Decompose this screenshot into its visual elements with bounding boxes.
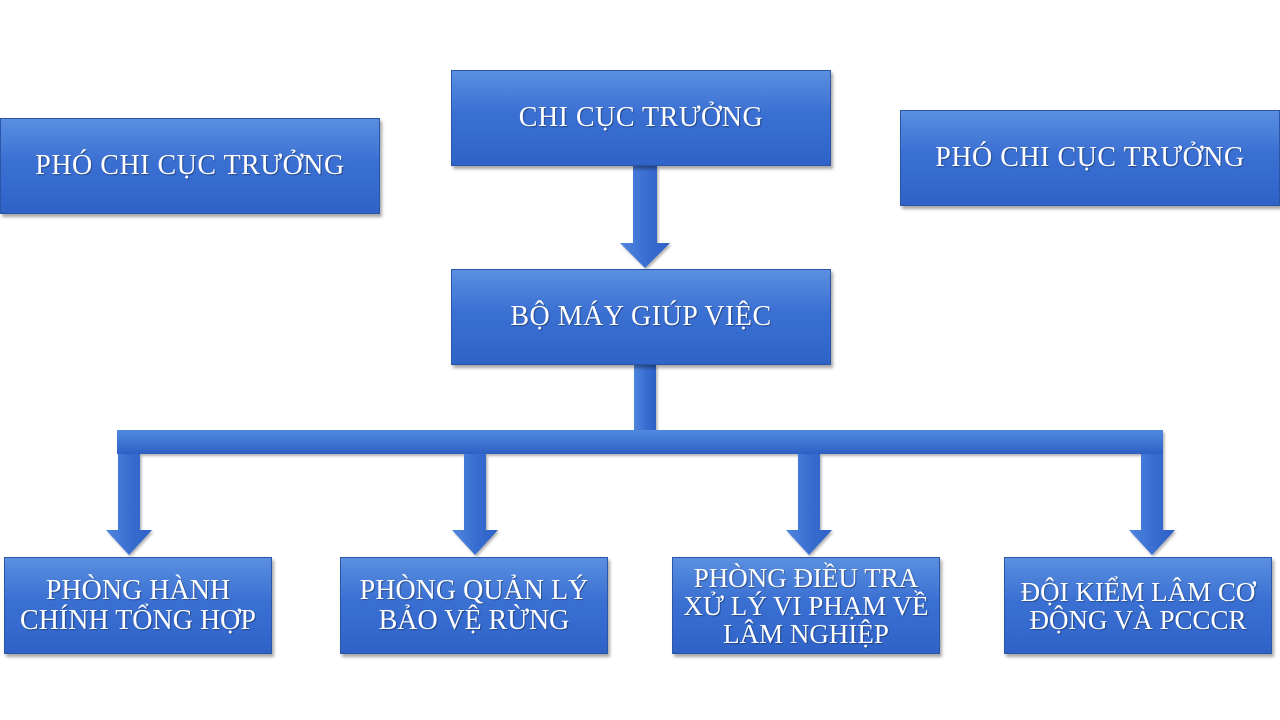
- node-dept-rangers-label: ĐỘI KIỂM LÂM CƠ ĐỘNG VÀ PCCCR: [1020, 576, 1256, 635]
- node-dept-admin-label: PHÒNG HÀNH CHÍNH TỔNG HỢP: [20, 574, 256, 636]
- node-dept-rangers: ĐỘI KIỂM LÂM CƠ ĐỘNG VÀ PCCCR: [1004, 557, 1272, 654]
- arrow-to-dept-admin: [106, 454, 152, 555]
- node-deputy-left-label: PHÓ CHI CỤC TRƯỞNG: [35, 150, 345, 181]
- node-chief: CHI CỤC TRƯỞNG: [451, 70, 831, 166]
- node-deputy-right: PHÓ CHI CỤC TRƯỞNG: [900, 110, 1280, 206]
- node-dept-protection-label: PHÒNG QUẢN LÝ BẢO VỆ RỪNG: [359, 574, 589, 636]
- node-dept-protection: PHÒNG QUẢN LÝ BẢO VỆ RỪNG: [340, 557, 608, 654]
- connector-stem: [634, 365, 656, 431]
- arrow-to-dept-investigation: [786, 454, 832, 555]
- arrow-chief-to-support: [620, 166, 670, 268]
- arrow-to-dept-rangers: [1129, 454, 1175, 555]
- node-dept-investigation-label: PHÒNG ĐIỀU TRA XỬ LÝ VI PHẠM VỀ LÂM NGHI…: [683, 562, 929, 649]
- connector-bar: [117, 430, 1163, 454]
- node-support: BỘ MÁY GIÚP VIỆC: [451, 269, 831, 365]
- node-deputy-left: PHÓ CHI CỤC TRƯỞNG: [0, 118, 380, 214]
- node-dept-investigation: PHÒNG ĐIỀU TRA XỬ LÝ VI PHẠM VỀ LÂM NGHI…: [672, 557, 940, 654]
- node-deputy-right-label: PHÓ CHI CỤC TRƯỞNG: [935, 142, 1245, 173]
- node-support-label: BỘ MÁY GIÚP VIỆC: [510, 301, 772, 332]
- node-chief-label: CHI CỤC TRƯỞNG: [518, 102, 764, 133]
- node-dept-admin: PHÒNG HÀNH CHÍNH TỔNG HỢP: [4, 557, 272, 654]
- arrow-to-dept-protection: [452, 454, 498, 555]
